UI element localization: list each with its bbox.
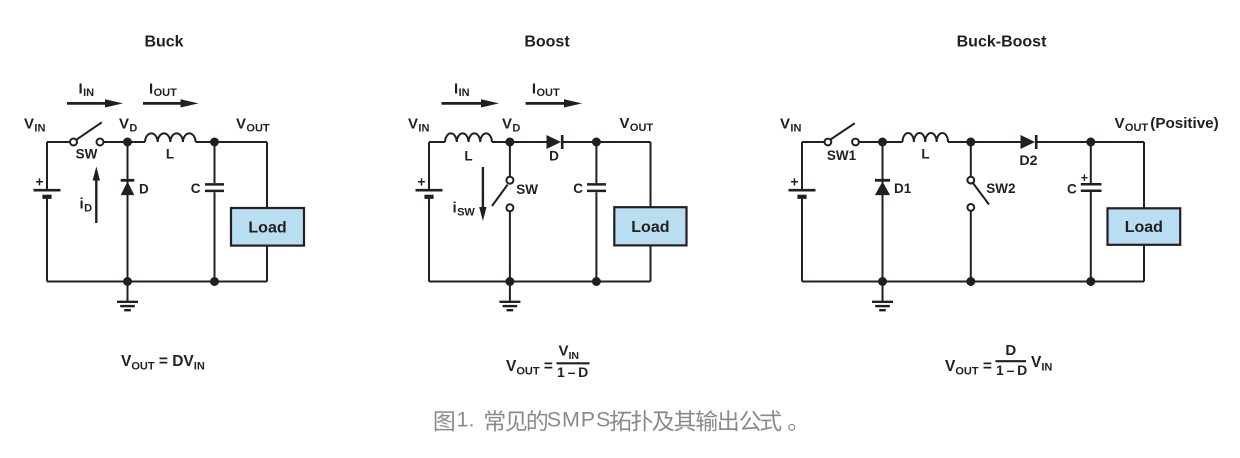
- svg-text:Load: Load: [248, 219, 286, 236]
- svg-text:1.: 1.: [457, 408, 475, 432]
- svg-text:V: V: [236, 116, 246, 133]
- svg-text:V: V: [408, 116, 418, 133]
- svg-text:V: V: [620, 115, 630, 132]
- svg-text:C: C: [191, 181, 201, 196]
- svg-text:I: I: [454, 80, 458, 97]
- svg-text:i: i: [80, 196, 84, 213]
- svg-text:IN: IN: [459, 87, 470, 99]
- svg-text:IN: IN: [418, 122, 429, 134]
- svg-text:V: V: [502, 116, 512, 133]
- svg-text:L: L: [166, 147, 174, 162]
- svg-text:Boost: Boost: [524, 34, 570, 51]
- svg-text:+: +: [790, 174, 798, 190]
- svg-text:SW: SW: [76, 146, 98, 161]
- svg-text:L: L: [921, 147, 929, 162]
- svg-text:C: C: [1067, 181, 1077, 196]
- svg-text:OUT: OUT: [537, 87, 561, 99]
- svg-text:SW: SW: [457, 206, 475, 218]
- svg-text:OUT: OUT: [246, 122, 270, 134]
- svg-text:Load: Load: [1125, 219, 1163, 236]
- svg-text:IN: IN: [790, 122, 801, 134]
- svg-text:V: V: [24, 116, 34, 133]
- svg-text:D2: D2: [1019, 153, 1037, 169]
- svg-text:V: V: [1115, 115, 1125, 132]
- svg-text:D: D: [84, 202, 92, 214]
- svg-text:SW: SW: [516, 182, 538, 197]
- svg-text:IN: IN: [34, 122, 45, 134]
- svg-text:I: I: [532, 80, 536, 97]
- svg-text:SW2: SW2: [986, 181, 1015, 196]
- svg-text:I: I: [79, 80, 83, 97]
- svg-text:L: L: [464, 148, 472, 163]
- svg-text:SW1: SW1: [827, 148, 857, 163]
- svg-text:Load: Load: [631, 219, 669, 236]
- svg-text:+: +: [417, 174, 425, 190]
- svg-text:1 – D: 1 – D: [996, 362, 1027, 378]
- svg-text:D: D: [129, 122, 137, 134]
- svg-text:(Positive): (Positive): [1150, 115, 1218, 132]
- svg-text:D: D: [1005, 342, 1016, 359]
- svg-text:D: D: [139, 181, 149, 196]
- svg-text:V: V: [119, 116, 129, 133]
- svg-text:I: I: [149, 80, 153, 97]
- svg-text:IN: IN: [83, 87, 94, 99]
- svg-text:C: C: [573, 181, 583, 196]
- svg-text:Buck: Buck: [144, 34, 183, 51]
- svg-text:i: i: [453, 200, 457, 217]
- svg-text:1 – D: 1 – D: [557, 364, 588, 380]
- svg-text:D1: D1: [894, 181, 912, 196]
- svg-text:+: +: [35, 174, 43, 190]
- svg-text:+: +: [1081, 171, 1088, 185]
- svg-text:D: D: [512, 122, 520, 134]
- svg-text:SMPS: SMPS: [547, 408, 611, 432]
- svg-text:V: V: [780, 116, 790, 133]
- svg-text:OUT: OUT: [154, 87, 178, 99]
- svg-text:OUT: OUT: [1125, 122, 1149, 134]
- svg-text:Buck-Boost: Buck-Boost: [957, 34, 1047, 51]
- svg-text:OUT: OUT: [630, 122, 654, 134]
- svg-text:D: D: [549, 148, 559, 163]
